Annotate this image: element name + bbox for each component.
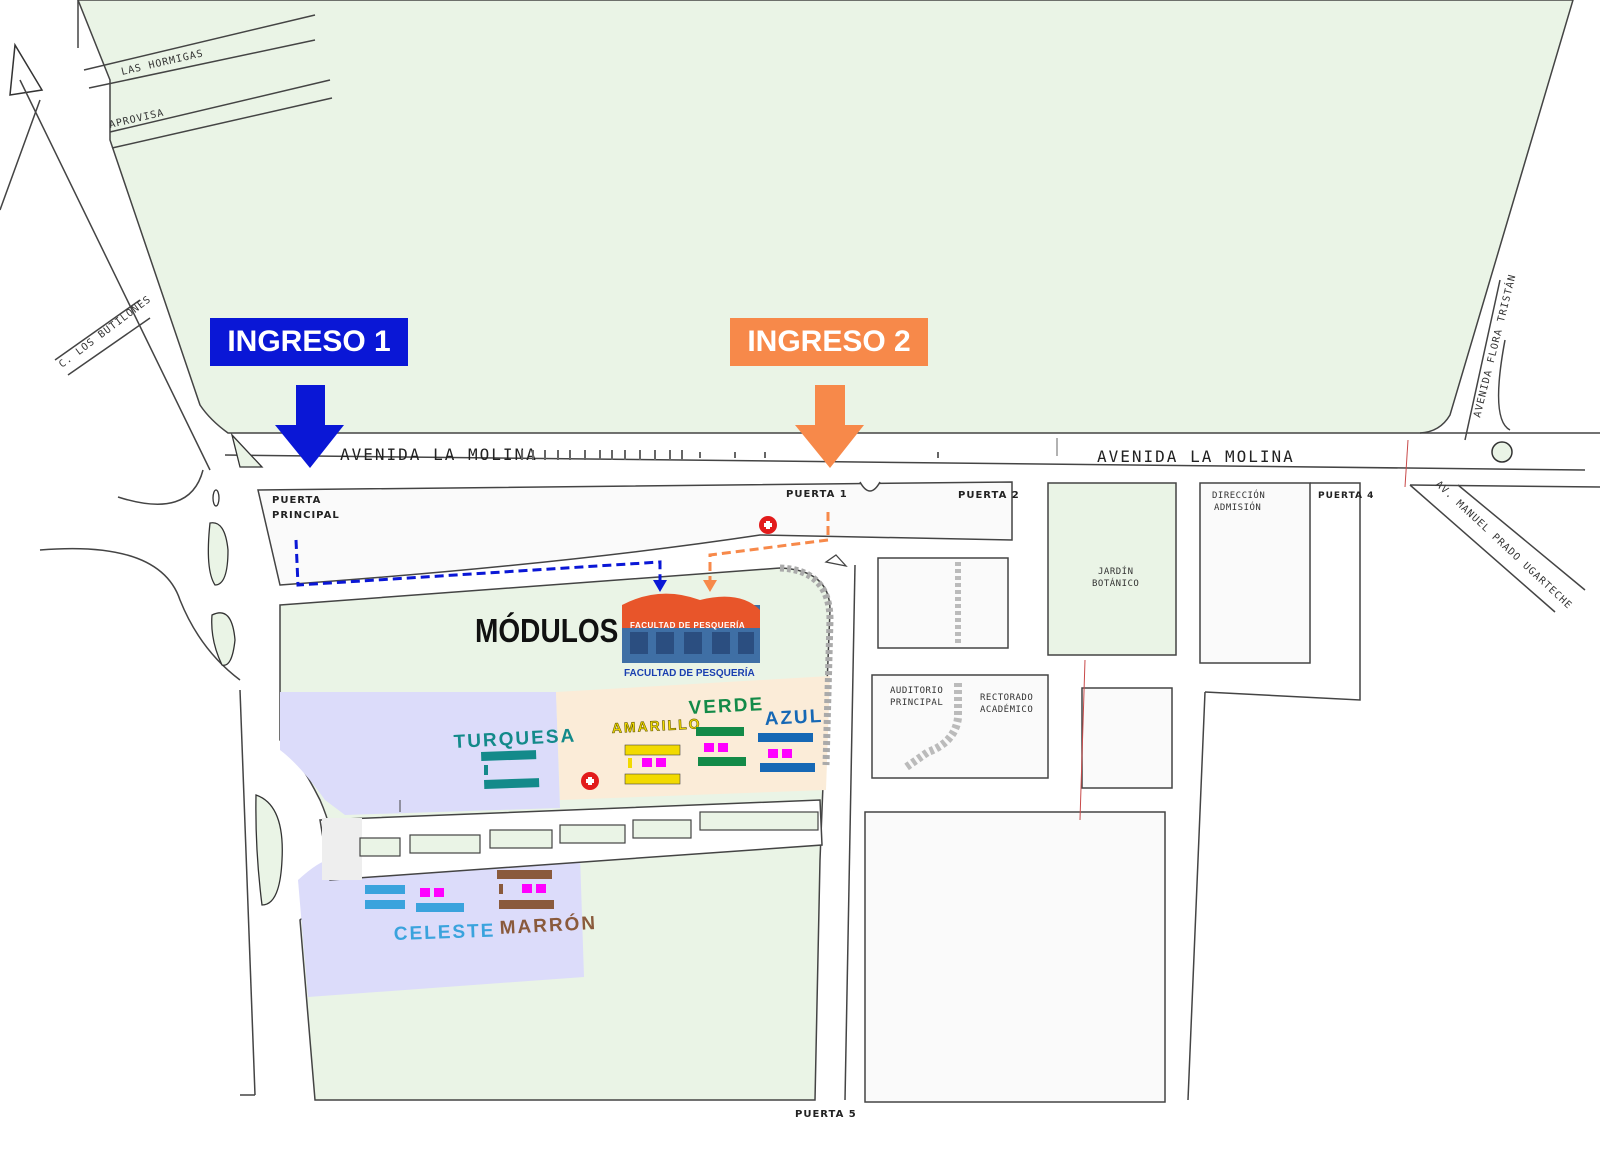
- module-azul: [758, 733, 815, 772]
- module-amarillo-label: AMARILLO: [611, 715, 702, 736]
- green-field-north: [77, 0, 1574, 434]
- road-los-butilones: C. LOS BUTILONES: [57, 294, 153, 370]
- direccion-label-1: DIRECCIÓN: [1212, 489, 1265, 501]
- road-manuel-prado: AV. MANUEL PRADO UGARTECHE: [1433, 479, 1574, 612]
- gate-principal-line2: PRINCIPAL: [272, 510, 340, 521]
- rectorado-label-2: ACADÉMICO: [980, 703, 1033, 715]
- block-direccion: [1199, 482, 1311, 664]
- first-aid-icon: [759, 516, 777, 534]
- facultad-photo: FACULTAD DE PESQUERÍA: [622, 593, 760, 663]
- direccion-label-2: ADMISIÓN: [1214, 501, 1261, 513]
- block-large-south: [864, 811, 1166, 1103]
- module-verde: [696, 727, 746, 766]
- gate-puerta-1: PUERTA 1: [786, 489, 848, 500]
- road-avenida-la-molina-west: AVENIDA LA MOLINA: [340, 445, 538, 464]
- gate-puerta-4: PUERTA 4: [1318, 491, 1374, 501]
- module-marron-label: MARRÓN: [499, 912, 598, 939]
- module-amarillo: [624, 744, 681, 785]
- module-celeste: [365, 885, 464, 912]
- block-small-2: [1081, 687, 1173, 789]
- block-small-1: [877, 557, 1009, 649]
- block-jardin: [1047, 482, 1177, 656]
- avenue-barrier: [521, 450, 939, 460]
- road-avenida-la-molina-east: AVENIDA LA MOLINA: [1097, 447, 1295, 466]
- down-arrow-icon: [275, 385, 344, 468]
- jardin-label-1: JARDÍN: [1098, 565, 1134, 577]
- module-celeste-label: CELESTE: [393, 920, 495, 945]
- module-turquesa: [481, 750, 540, 789]
- ingreso-2-banner: INGRESO 2: [730, 318, 928, 366]
- auditorio-label-1: AUDITORIO: [890, 686, 943, 696]
- module-marron: [497, 870, 554, 909]
- gate-puerta-5: PUERTA 5: [795, 1109, 857, 1120]
- module-azul-label: AZUL: [764, 706, 824, 730]
- gate-puerta-2: PUERTA 2: [958, 490, 1020, 501]
- ingreso-1-banner: INGRESO 1: [210, 318, 408, 366]
- dashed-route-ingreso-2: [708, 512, 830, 583]
- gate-principal-line1: PUERTA: [272, 495, 321, 506]
- rectorado-label-1: RECTORADO: [980, 693, 1033, 703]
- module-verde-label: VERDE: [688, 694, 764, 719]
- walkway-blocks: [359, 811, 819, 857]
- dashed-route-ingreso-1: [294, 539, 662, 587]
- first-aid-icon: [581, 772, 599, 790]
- facultad-caption: FACULTAD DE PESQUERÍA: [624, 668, 755, 679]
- jardin-label-2: BOTÁNICO: [1092, 577, 1139, 589]
- campus-front-strip: [257, 481, 1013, 586]
- auditorio-label-2: PRINCIPAL: [890, 698, 943, 708]
- facultad-sign: FACULTAD DE PESQUERÍA: [630, 621, 745, 630]
- down-arrow-icon: [795, 385, 864, 468]
- modules-title: MÓDULOS: [475, 612, 619, 649]
